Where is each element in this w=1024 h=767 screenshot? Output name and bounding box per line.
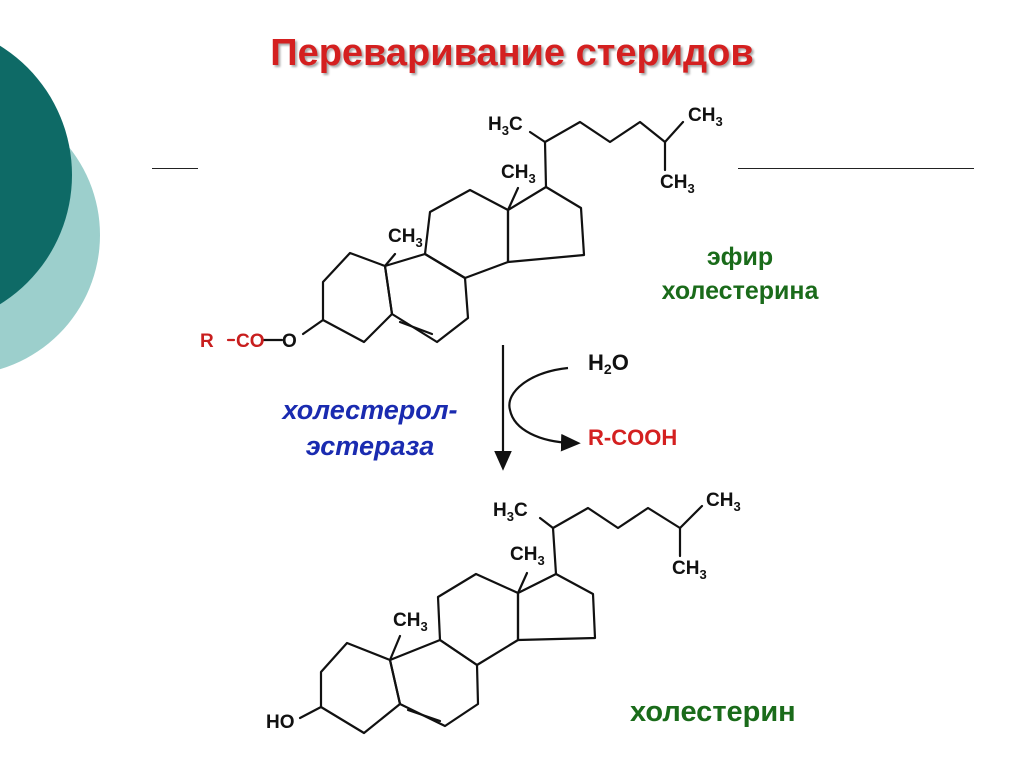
enzyme-label-line2: эстераза	[305, 431, 435, 461]
methyl-ch3-c18: CH3	[510, 544, 545, 568]
slide-title: Переваривание стеридов	[270, 32, 754, 74]
methyl-h3c-side-chain: H3C	[488, 114, 523, 138]
ring-d	[516, 572, 597, 642]
ring-b	[388, 638, 480, 728]
methyl-ch3-terminal-lower: CH3	[660, 172, 695, 196]
ester-r-group-label: R	[200, 331, 214, 352]
water-in-acid-out-arc	[508, 366, 581, 452]
ester-methyl-labels: H3C CH3 CH3 CH3 CH3 R CO O	[200, 105, 723, 352]
methyl-h3c-side-chain: H3C	[493, 500, 528, 524]
methyl-ch3-terminal-lower: CH3	[672, 558, 707, 582]
ring-d	[506, 185, 586, 264]
ester-co-label: CO	[236, 331, 265, 352]
ester-label-line1: эфир	[706, 243, 774, 271]
hydroxyl-label: HO	[266, 712, 295, 733]
ring-a	[321, 251, 394, 344]
methyl-ch3-c18: CH3	[501, 162, 536, 186]
cholesterol-ester-structure	[226, 120, 685, 344]
divider-right	[738, 168, 974, 169]
reagent-water: H2O	[588, 350, 629, 377]
ring-c	[436, 572, 520, 667]
cholesterol-ester-label: эфир холестерина	[610, 240, 870, 308]
ring-b	[383, 252, 470, 344]
enzyme-label: холестерол- эстераза	[250, 392, 490, 464]
ring-a	[319, 641, 402, 735]
ester-oxygen-label: O	[282, 331, 297, 352]
cholesterol-atom-labels: H3C CH3 CH3 CH3 CH3 HO	[266, 490, 741, 733]
ring-c	[423, 188, 510, 280]
divider-left	[152, 168, 198, 169]
ester-label-line2: холестерина	[661, 277, 819, 305]
methyl-ch3-c19: CH3	[388, 226, 423, 250]
reaction-arrows	[494, 345, 581, 471]
enzyme-label-line1: холестерол-	[282, 395, 458, 425]
methyl-ch3-terminal-upper: CH3	[706, 490, 741, 514]
product-carboxylic-acid: R-COOH	[588, 425, 678, 450]
methyl-ch3-terminal-upper: CH3	[688, 105, 723, 129]
cholesterol-label: холестерин	[630, 696, 796, 728]
cholesterol-structure	[298, 504, 704, 735]
methyl-ch3-c19: CH3	[393, 610, 428, 634]
